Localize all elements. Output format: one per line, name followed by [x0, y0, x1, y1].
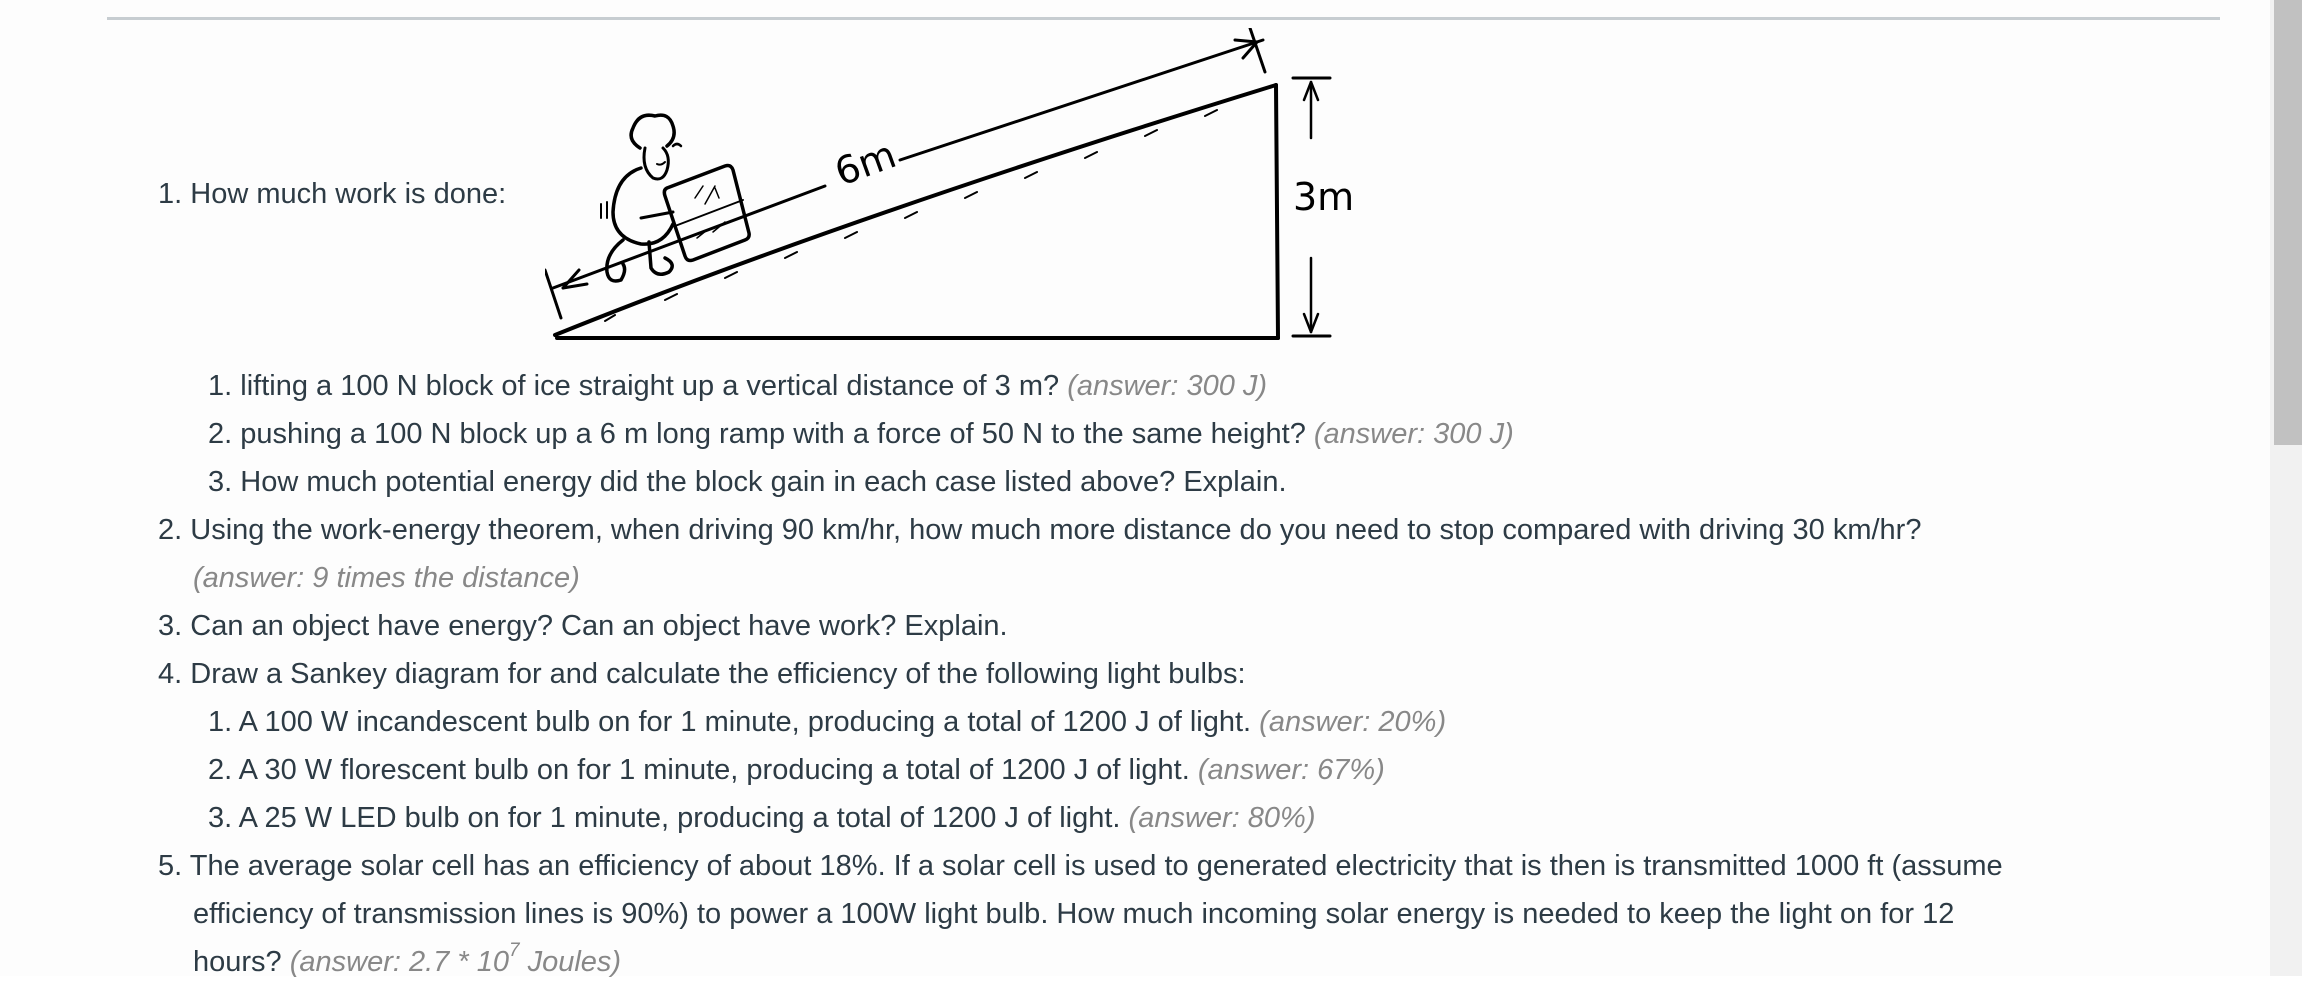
- list-number: 2.: [208, 418, 233, 450]
- question-text-continued: efficiency of transmission lines is 90%)…: [193, 898, 1955, 930]
- list-item-q5: 5. The average solar cell has an efficie…: [158, 842, 2003, 890]
- list-number: 2.: [208, 754, 233, 786]
- list-number: 5.: [158, 850, 183, 882]
- list-number: 3.: [208, 802, 233, 834]
- list-item-q1-1: 1. lifting a 100 N block of ice straight…: [208, 362, 1267, 410]
- list-item-q3: 3. Can an object have energy? Can an obj…: [158, 602, 1008, 650]
- list-item-q4: 4. Draw a Sankey diagram for and calcula…: [158, 650, 1246, 698]
- list-number: 2.: [158, 514, 183, 546]
- list-item-q1-3: 3. How much potential energy did the blo…: [208, 458, 1287, 506]
- list-item-q4-2: 2. A 30 W florescent bulb on for 1 minut…: [208, 746, 1385, 794]
- list-item-q1: 1. How much work is done:: [158, 170, 506, 218]
- question-text: hours?: [193, 946, 282, 978]
- horizontal-divider: [107, 17, 2220, 20]
- list-item-q4-1: 1. A 100 W incandescent bulb on for 1 mi…: [208, 698, 1446, 746]
- question-text: The average solar cell has an efficiency…: [189, 850, 2003, 882]
- answer-prefix: (answer: 2.7 * 10: [289, 946, 509, 978]
- question-text: A 100 W incandescent bulb on for 1 minut…: [238, 706, 1252, 738]
- question-text-continued: hours? (answer: 2.7 * 107 Joules): [193, 938, 621, 986]
- list-item-q2: 2. Using the work-energy theorem, when d…: [158, 506, 1921, 554]
- answer-text: (answer: 20%): [1259, 706, 1447, 738]
- question-text: Draw a Sankey diagram for and calculate …: [190, 658, 1246, 690]
- list-item-q4-3: 3. A 25 W LED bulb on for 1 minute, prod…: [208, 794, 1316, 842]
- question-text: How much potential energy did the block …: [240, 466, 1287, 498]
- answer-text: (answer: 300 J): [1313, 418, 1514, 450]
- ramp-diagram-image: 6m 3m: [545, 28, 1354, 340]
- answer-suffix: Joules): [519, 946, 622, 978]
- answer-text: (answer: 300 J): [1067, 370, 1268, 402]
- ramp-length-label: 6m: [829, 132, 902, 194]
- list-item-q1-2: 2. pushing a 100 N block up a 6 m long r…: [208, 410, 1514, 458]
- answer-text: (answer: 67%): [1197, 754, 1385, 786]
- question-text: A 25 W LED bulb on for 1 minute, produci…: [238, 802, 1121, 834]
- list-number: 1.: [208, 706, 233, 738]
- answer-exponent: 7: [508, 940, 520, 962]
- list-number: 1.: [208, 370, 233, 402]
- question-text: A 30 W florescent bulb on for 1 minute, …: [238, 754, 1190, 786]
- list-number: 1.: [158, 178, 183, 210]
- vertical-scrollbar-thumb[interactable]: [2274, 0, 2302, 445]
- page-content-area: 1. How much work is done:: [107, 17, 2220, 978]
- question-text: lifting a 100 N block of ice straight up…: [240, 370, 1060, 402]
- ramp-height-label: 3m: [1293, 175, 1354, 219]
- question-text: Can an object have energy? Can an object…: [190, 610, 1008, 642]
- question-text: How much work is done:: [190, 178, 507, 210]
- question-text: pushing a 100 N block up a 6 m long ramp…: [240, 418, 1306, 450]
- answer-text-q2: (answer: 9 times the distance): [193, 562, 580, 594]
- answer-text: (answer: 2.7 * 107 Joules): [289, 941, 622, 978]
- question-text: Using the work-energy theorem, when driv…: [190, 514, 1922, 546]
- answer-text: (answer: 80%): [1128, 802, 1316, 834]
- list-number: 4.: [158, 658, 183, 690]
- list-number: 3.: [158, 610, 183, 642]
- list-number: 3.: [208, 466, 233, 498]
